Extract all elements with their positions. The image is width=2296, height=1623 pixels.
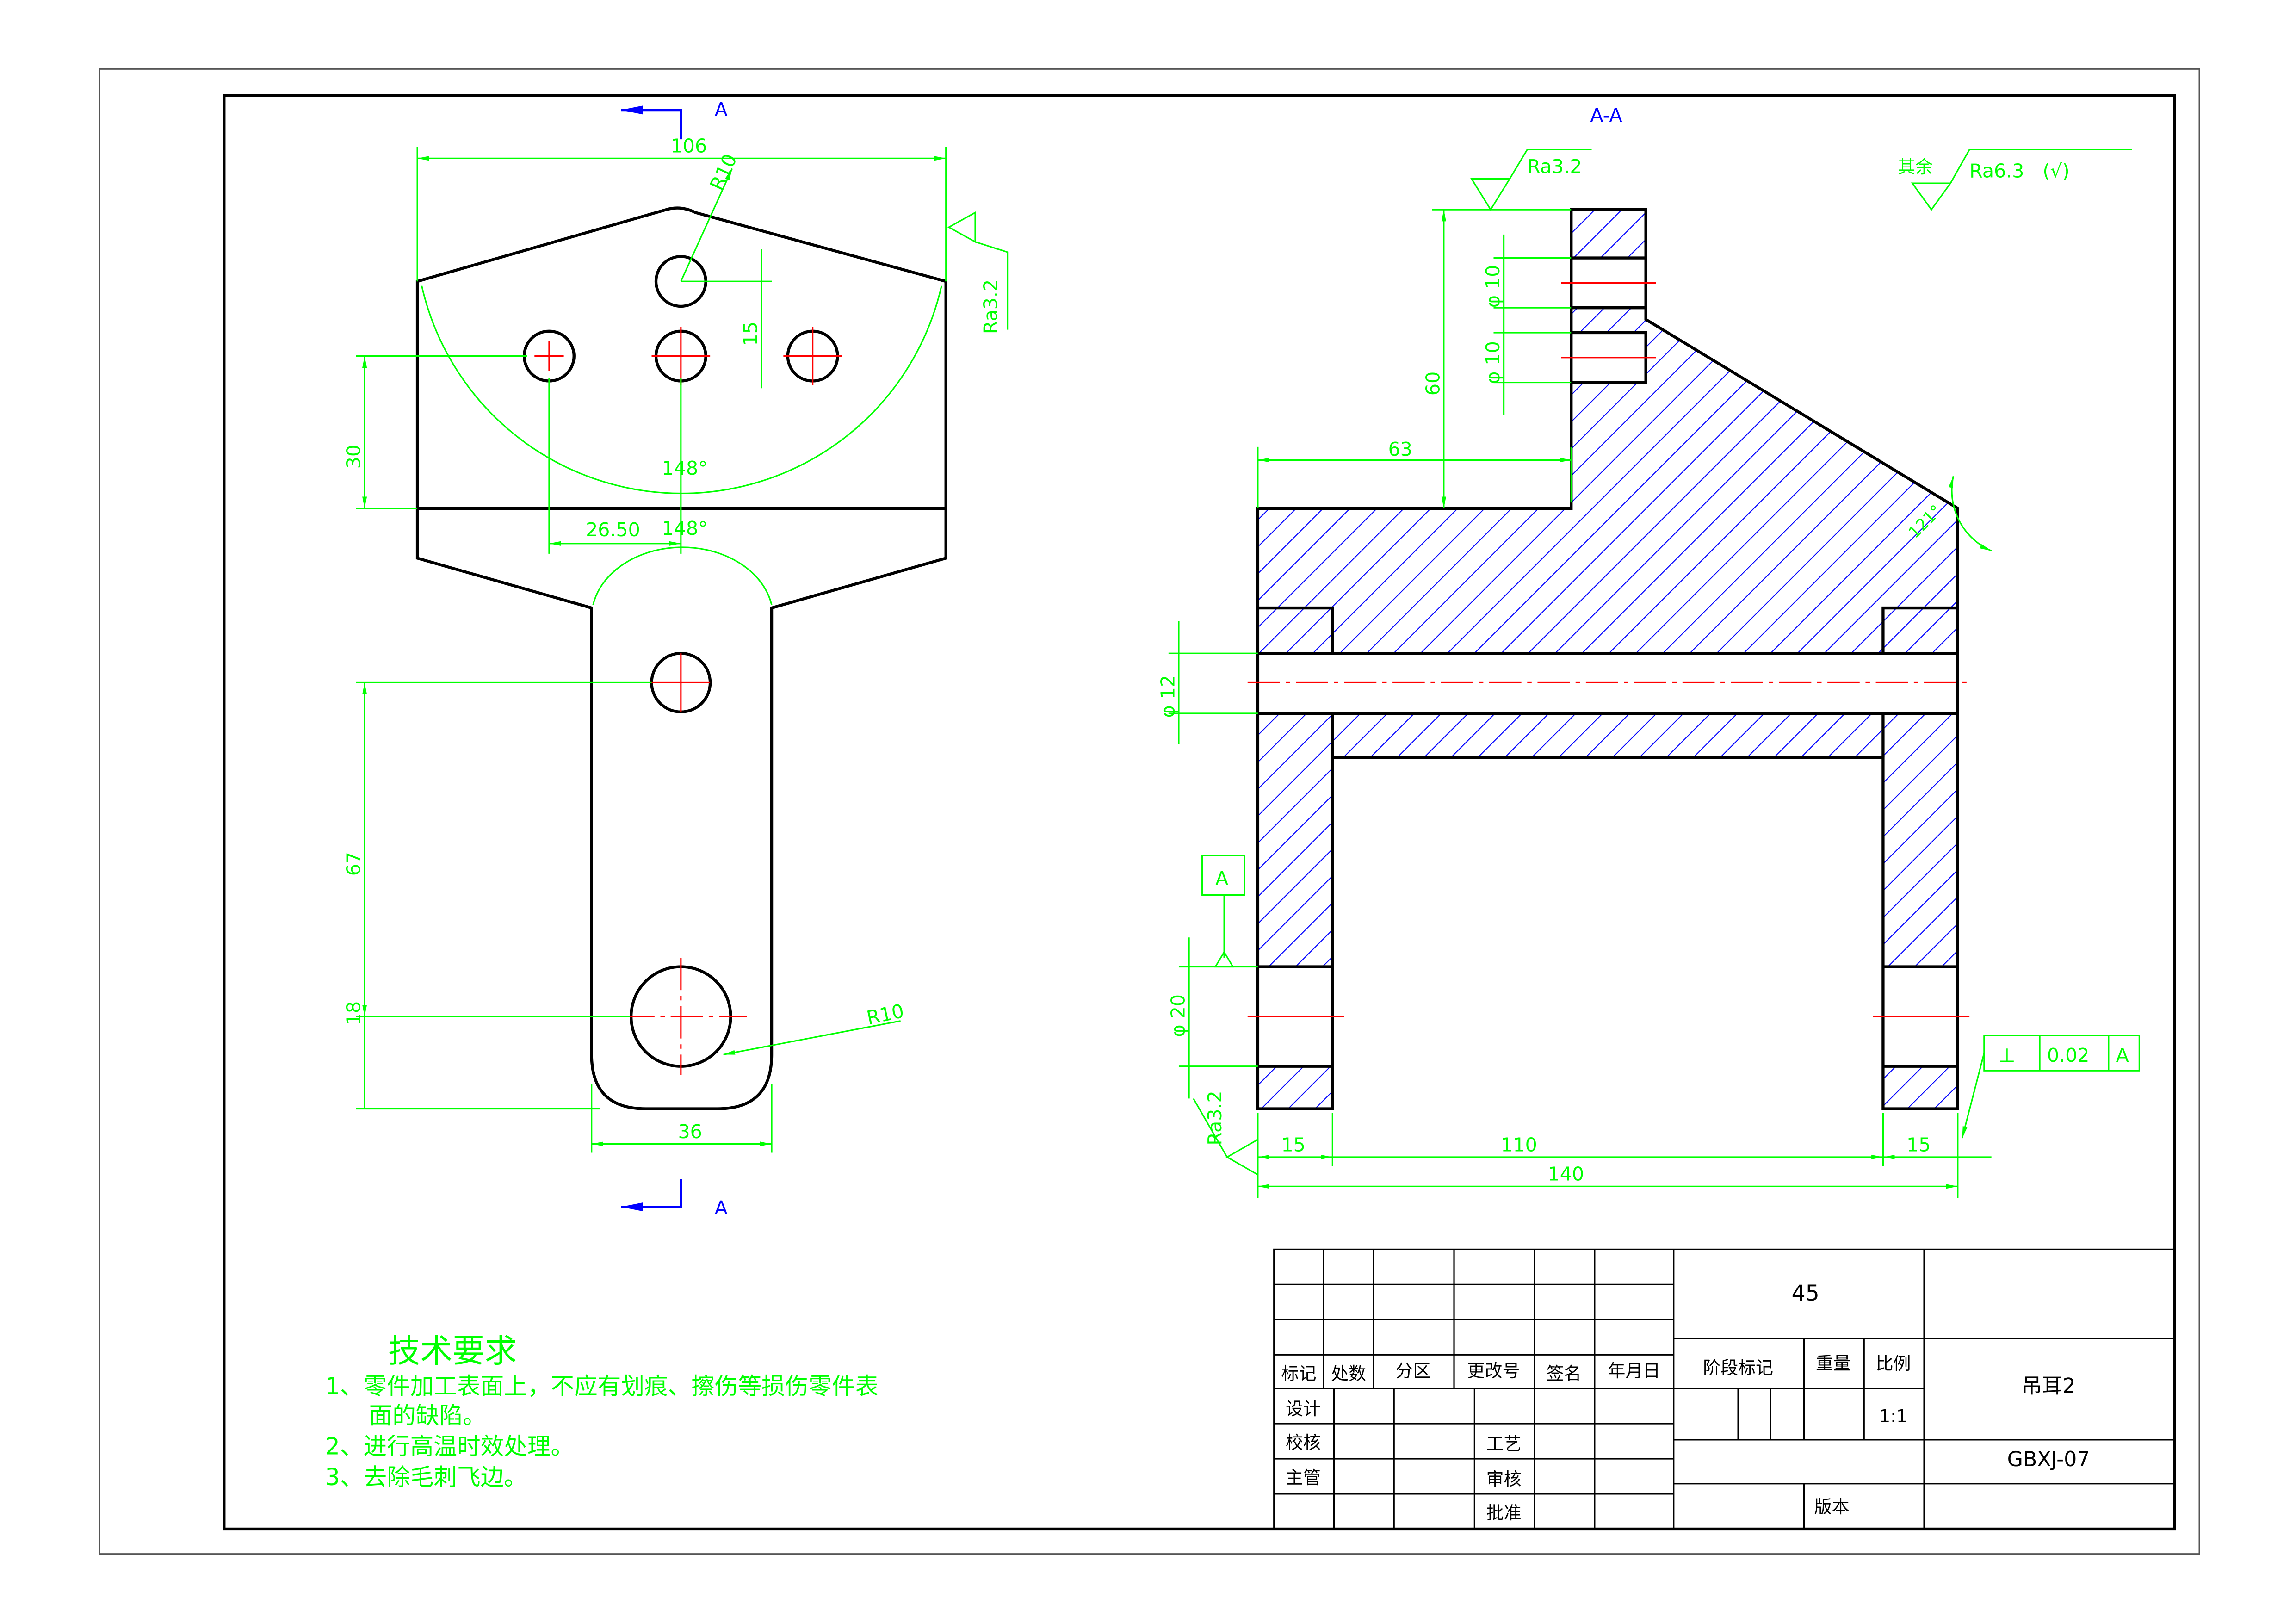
material: 45 xyxy=(1791,1281,1819,1306)
roughness-top: Ra3.2 xyxy=(1527,155,1582,178)
scale-value: 1:1 xyxy=(1879,1406,1907,1426)
roughness-ra32: Ra3.2 xyxy=(979,279,1002,334)
role-process: 工艺 xyxy=(1486,1434,1522,1454)
dim-110: 110 xyxy=(1501,1134,1537,1156)
header-mark: 标记 xyxy=(1281,1363,1317,1384)
part-outline xyxy=(415,206,947,1110)
scale-label: 比例 xyxy=(1876,1353,1911,1374)
header-zone: 分区 xyxy=(1395,1361,1430,1381)
section-mark-bottom: A xyxy=(621,1179,728,1219)
tolerance-symbol: ⊥ xyxy=(1999,1044,2015,1066)
header-date: 年月日 xyxy=(1608,1361,1660,1381)
header-count: 处数 xyxy=(1331,1363,1366,1384)
dim-30: 30 xyxy=(343,445,365,469)
dim-60: 60 xyxy=(1422,372,1444,396)
tolerance-datum: A xyxy=(2116,1044,2129,1066)
role-design: 设计 xyxy=(1286,1399,1321,1419)
section-mark-top: A xyxy=(621,99,728,140)
dim-15-left: 15 xyxy=(1281,1134,1306,1156)
title-block: 标记 处数 分区 更改号 签名 年月日 设计 校核 主管 工艺 审核 批准 45… xyxy=(1273,1248,2175,1530)
section-title: A-A xyxy=(1590,104,1622,126)
dim-dia20: φ 20 xyxy=(1167,994,1189,1037)
perpendicularity-tolerance: ⊥ 0.02 A xyxy=(1961,1035,2140,1139)
centerlines xyxy=(1247,282,1970,1017)
dim-106: 106 xyxy=(671,135,707,157)
dim-18: 18 xyxy=(343,1001,365,1025)
tech-req-line-3: 3、去除毛刺飞边。 xyxy=(325,1463,527,1491)
section-dimensions: Ra3.2 63 60 φ 10 φ 10 φ 12 φ 20 Ra3.2 A xyxy=(1157,149,1992,1198)
part-name: 吊耳2 xyxy=(2022,1375,2076,1398)
tolerance-value: 0.02 xyxy=(2047,1044,2090,1066)
outer-border xyxy=(99,68,2200,1555)
front-view: 106 R10 148° 148° 26.50 30 15 67 18 36 xyxy=(343,99,1009,1219)
dim-67: 67 xyxy=(343,852,365,876)
role-review: 审核 xyxy=(1486,1469,1522,1489)
bores xyxy=(1257,258,1958,1066)
dim-63: 63 xyxy=(1388,438,1412,460)
section-label-a-bottom: A xyxy=(715,1196,728,1219)
header-signature: 签名 xyxy=(1546,1363,1581,1384)
technical-requirements: 技术要求 1、零件加工表面上，不应有划痕、擦伤等损伤零件表 面的缺陷。 2、进行… xyxy=(325,1332,879,1491)
role-approve: 批准 xyxy=(1486,1503,1522,1523)
dim-26-50: 26.50 xyxy=(586,519,640,541)
dim-r10-top: R10 xyxy=(706,150,742,194)
roughness-general-suffix: (√) xyxy=(2042,160,2069,182)
general-roughness: 其余 Ra6.3 (√) xyxy=(1898,149,2132,211)
dim-148-lower: 148° xyxy=(662,517,708,539)
roughness-bottom: Ra3.2 xyxy=(1204,1090,1226,1145)
section-view-a-a: A-A Ra3.2 63 60 φ 10 xyxy=(1157,104,2140,1198)
role-check: 校核 xyxy=(1286,1432,1321,1453)
dim-r10-bottom: R10 xyxy=(865,1000,906,1029)
center-marks xyxy=(534,327,842,1075)
roughness-symbol xyxy=(947,211,1009,330)
datum-box xyxy=(1201,855,1245,896)
role-supervisor: 主管 xyxy=(1286,1468,1321,1488)
header-change-no: 更改号 xyxy=(1467,1361,1520,1381)
dim-140: 140 xyxy=(1548,1163,1584,1185)
dim-15-right: 15 xyxy=(1906,1134,1931,1156)
dimensions: 106 R10 148° 148° 26.50 30 15 67 18 36 xyxy=(343,135,1009,1153)
dim-dia10-a: φ 10 xyxy=(1482,265,1504,308)
tech-req-title: 技术要求 xyxy=(388,1332,517,1370)
dim-dia10-b: φ 10 xyxy=(1482,341,1504,384)
weight-label: 重量 xyxy=(1816,1353,1851,1374)
section-label-a-top: A xyxy=(715,99,728,121)
version-label: 版本 xyxy=(1814,1497,1850,1517)
tech-req-line-1: 1、零件加工表面上，不应有划痕、擦伤等损伤零件表 xyxy=(325,1373,879,1400)
dim-148-upper: 148° xyxy=(662,457,708,479)
tech-req-line-1-cont: 面的缺陷。 xyxy=(369,1402,486,1429)
dim-15: 15 xyxy=(739,322,761,346)
dim-36: 36 xyxy=(678,1121,702,1143)
roughness-prefix: 其余 xyxy=(1898,157,1933,177)
roughness-general-value: Ra6.3 xyxy=(1969,160,2024,182)
drawing-number: GBXJ-07 xyxy=(2007,1448,2090,1471)
datum-label: A xyxy=(1215,867,1228,889)
stage-mark-label: 阶段标记 xyxy=(1703,1357,1773,1378)
tech-req-line-2: 2、进行高温时效处理。 xyxy=(325,1433,574,1460)
dim-dia12: φ 12 xyxy=(1157,675,1179,718)
drawing-frame xyxy=(223,94,2176,1531)
